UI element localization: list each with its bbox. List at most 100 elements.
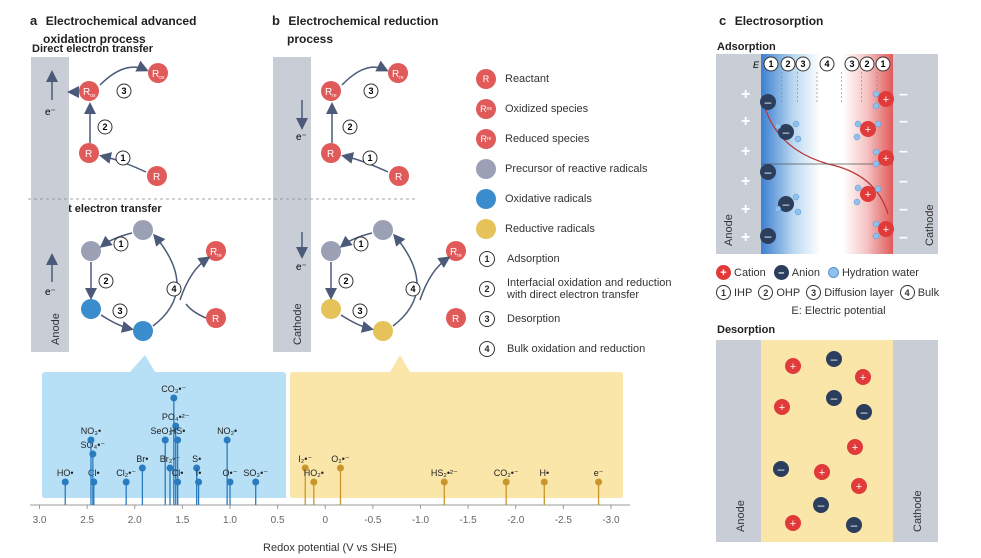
panel-c-letter: c	[719, 13, 727, 28]
oxidative-label: Br₂•⁻	[160, 454, 181, 464]
layer-marker	[844, 56, 860, 72]
svg-text:+: +	[790, 361, 796, 373]
c-legend-layer-number: 3	[806, 285, 822, 300]
species-r-a3-text: R	[212, 314, 219, 325]
reductive-label: CO₂•⁻	[494, 468, 519, 478]
svg-text:–: –	[778, 462, 785, 476]
anode-electrode	[31, 57, 69, 352]
species-r2-a	[147, 166, 167, 186]
layer-label: 1	[880, 59, 885, 69]
svg-text:–: –	[831, 391, 838, 405]
hydration-water-icon	[827, 267, 839, 278]
svg-text:+: +	[883, 224, 889, 236]
oxidative-label: PO₄•²⁻	[162, 412, 190, 422]
species-r-b3	[446, 308, 466, 328]
svg-text:+: +	[865, 189, 871, 201]
electron-label-a1: e⁻	[45, 107, 56, 118]
oxidative-point	[252, 478, 260, 486]
oxidative-label: I•	[196, 468, 202, 478]
species-r-b3-text: R	[452, 314, 459, 325]
layer-marker	[780, 56, 796, 72]
species-rox2-a	[148, 63, 168, 83]
e-axis-label: E	[753, 60, 760, 70]
x-tick-label: 2.0	[128, 515, 142, 526]
c-legend-label: Cation	[734, 266, 766, 279]
reductive-label: H•	[539, 468, 549, 478]
svg-text:+: +	[883, 94, 889, 106]
panel-a-header: a Electrochemical advanced oxidation pro…	[30, 12, 270, 48]
layer-marker	[859, 56, 875, 72]
oxidative-point	[172, 422, 180, 430]
species-rox-a	[79, 81, 99, 101]
svg-text:–: –	[899, 229, 908, 246]
legend-step-text: Adsorption	[507, 253, 560, 265]
svg-text:+: +	[865, 124, 871, 136]
x-tick-label: 2.5	[80, 515, 94, 526]
step-bi-1: 1	[358, 239, 363, 249]
reductive-label: e⁻	[594, 468, 604, 478]
adsorption-anode-plate	[716, 54, 761, 254]
legend-step-text: Desorption	[507, 313, 560, 325]
cation-icon: +	[716, 265, 731, 280]
panel-b-header: b Electrochemical reduction process	[272, 12, 472, 48]
x-tick-label: -0.5	[364, 515, 382, 526]
svg-text:–: –	[899, 201, 908, 218]
electron-label-a2: e⁻	[45, 287, 56, 298]
legend-step-line2: with direct electron transfer	[507, 289, 640, 301]
precursor-b2	[373, 220, 393, 240]
arrow-a-ind3	[100, 314, 134, 333]
oxidative-radical-a1	[81, 299, 101, 319]
svg-text:+: +	[779, 402, 785, 414]
svg-text:+: +	[883, 153, 889, 165]
x-tick-label: 0.5	[271, 515, 285, 526]
reductive-point	[595, 478, 603, 486]
oxidative-label: Cl•	[172, 468, 184, 478]
species-r2-a-text: R	[153, 172, 160, 183]
species-rre-b-text: Rre	[325, 87, 337, 99]
step-bi-4: 4	[410, 284, 415, 294]
oxidative-radical-a2	[133, 321, 153, 341]
svg-text:–: –	[851, 518, 858, 532]
oxidative-label: SeO₃•⁻	[150, 426, 180, 436]
species-r-a-text: R	[85, 149, 92, 160]
reductive-point	[301, 464, 309, 472]
electron-label-b1: e⁻	[296, 132, 307, 143]
panel-a-title-line2: oxidation process	[43, 32, 146, 46]
species-r2-b	[389, 166, 409, 186]
x-tick-label: 0	[322, 515, 328, 526]
arrow-a-ind1	[99, 232, 133, 248]
oxidative-label: NO₂•	[217, 426, 237, 436]
desorption-diagram: + + + + + + + – – – – – – Anode Cathode	[716, 340, 938, 542]
reductive-point	[502, 478, 510, 486]
svg-text:+: +	[819, 467, 825, 479]
potential-curve-right	[827, 163, 889, 215]
c-legend-layer-number: 4	[899, 285, 915, 300]
oxidative-point	[122, 478, 130, 486]
x-tick-label: -1.0	[412, 515, 430, 526]
oxidative-point	[170, 394, 178, 402]
panel-b-title-line2: process	[287, 32, 334, 46]
oxidative-label: SO₄•⁻	[81, 440, 106, 450]
desorbed-cations: + + + + + + +	[774, 358, 871, 531]
oxidative-label: Br•	[136, 454, 148, 464]
oxidative-point	[174, 478, 182, 486]
arrow-b-ind5	[419, 256, 451, 301]
svg-text:–: –	[818, 498, 825, 512]
layer-label: 2	[785, 59, 790, 69]
adsorption-cathode-label: Cathode	[924, 204, 936, 246]
x-tick-label: 3.0	[33, 515, 47, 526]
c-legend-item: Hydration water	[827, 267, 919, 279]
x-tick-label: -1.5	[459, 515, 477, 526]
arrow-b-ind4	[392, 233, 418, 327]
svg-text:+: +	[741, 86, 750, 103]
cathode-minus-signs: ––––––	[899, 86, 908, 246]
